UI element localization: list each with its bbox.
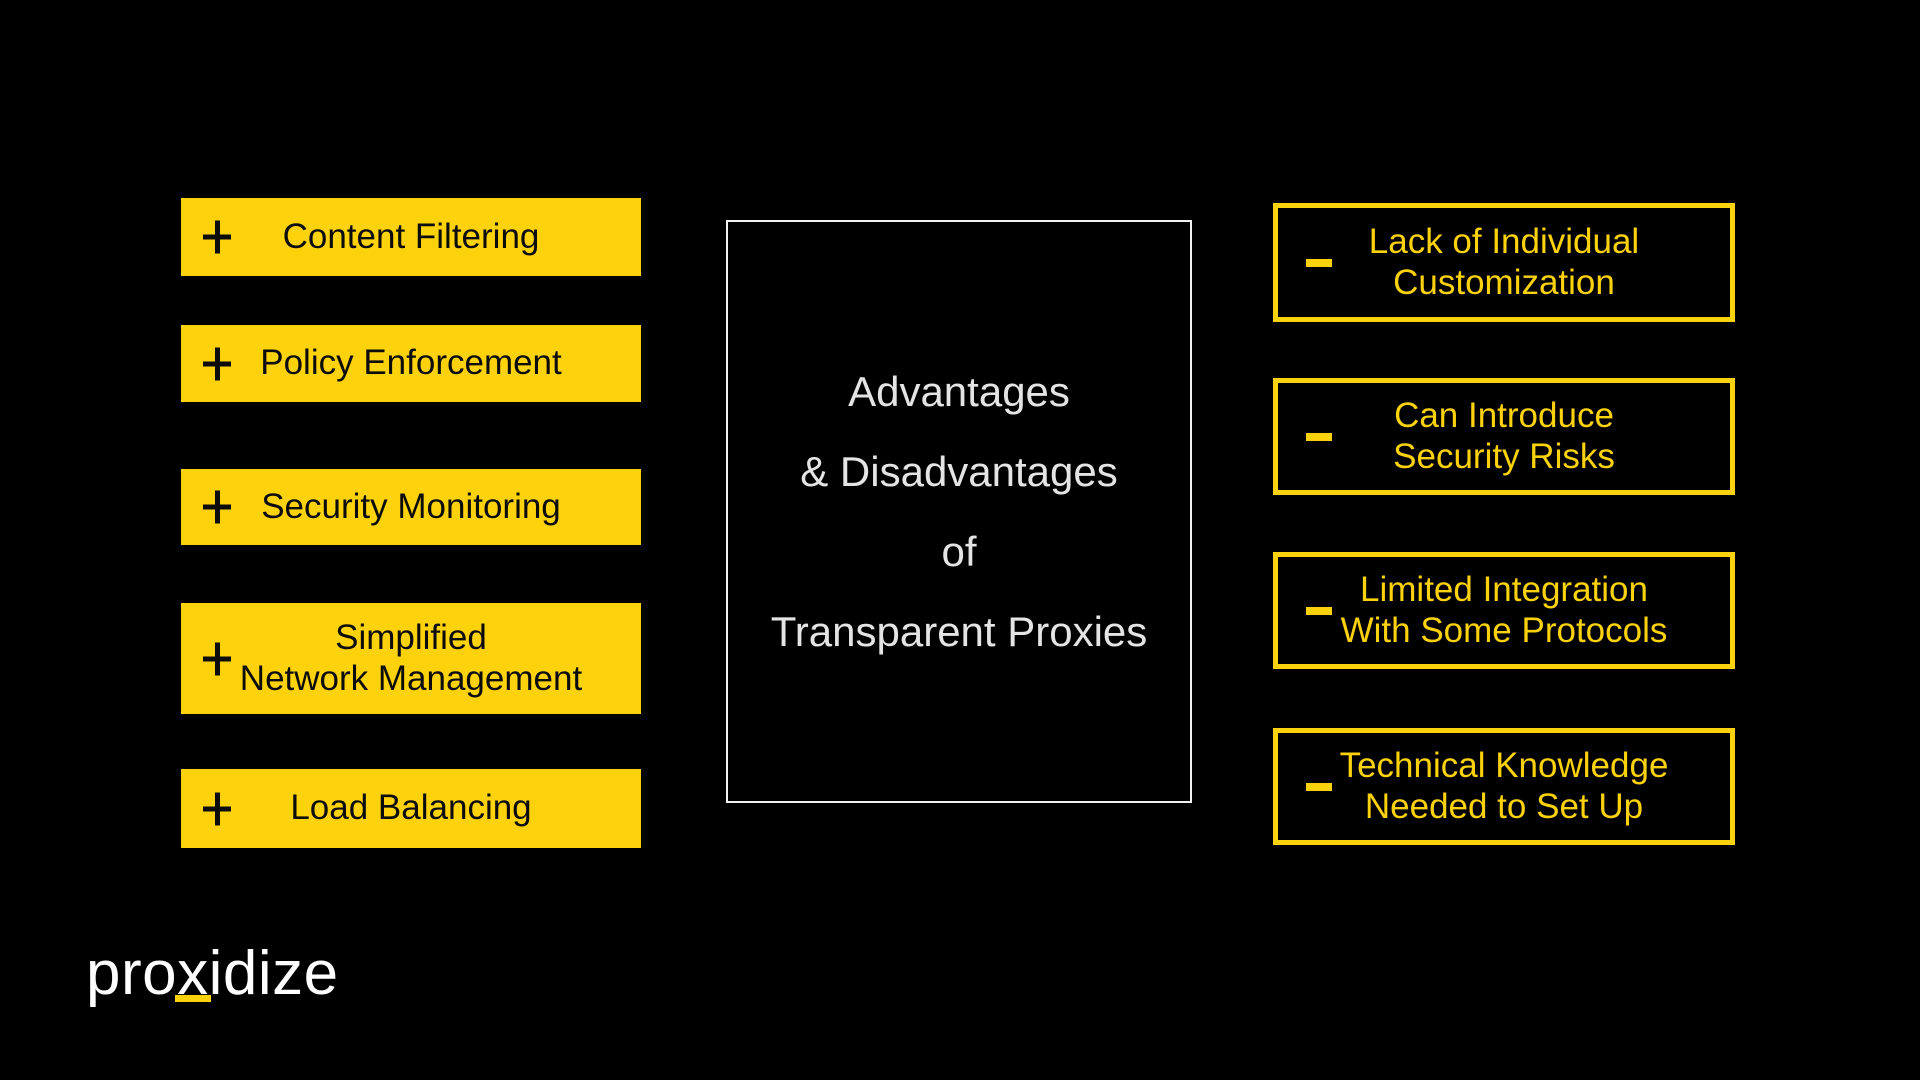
- minus-icon: [1306, 782, 1332, 791]
- advantage-label: Policy Enforcement: [260, 343, 562, 383]
- title-line: Transparent Proxies: [770, 607, 1148, 655]
- advantage-box: Policy Enforcement: [181, 325, 641, 402]
- logo-underlined-letter: x: [175, 939, 211, 1008]
- plus-icon: [203, 490, 231, 524]
- plus-icon: [203, 220, 231, 254]
- disadvantage-box: Lack of Individual Customization: [1273, 203, 1735, 322]
- advantage-box: Load Balancing: [181, 769, 641, 848]
- advantage-label: Security Monitoring: [261, 486, 561, 526]
- logo-text-prefix: pro: [86, 939, 178, 1008]
- advantage-label: Simplified Network Management: [239, 618, 583, 698]
- plus-icon: [203, 792, 231, 825]
- disadvantage-label: Technical Knowledge Needed to Set Up: [1339, 746, 1669, 826]
- proxidize-logo: proxidize: [86, 939, 339, 1008]
- advantage-box: Simplified Network Management: [181, 603, 641, 714]
- disadvantage-box: Can Introduce Security Risks: [1273, 378, 1735, 495]
- minus-icon: [1306, 432, 1332, 441]
- advantage-label: Load Balancing: [290, 788, 532, 828]
- title-panel: Advantages & Disadvantages of Transparen…: [726, 220, 1192, 803]
- disadvantage-label: Can Introduce Security Risks: [1393, 396, 1615, 476]
- disadvantage-label: Limited Integration With Some Protocols: [1340, 570, 1668, 650]
- logo-text-suffix: idize: [208, 939, 339, 1008]
- advantage-box: Content Filtering: [181, 198, 641, 276]
- disadvantage-box: Limited Integration With Some Protocols: [1273, 552, 1735, 669]
- plus-icon: [203, 347, 231, 380]
- minus-icon: [1306, 606, 1332, 615]
- minus-icon: [1306, 258, 1332, 267]
- advantage-box: Security Monitoring: [181, 469, 641, 545]
- disadvantage-box: Technical Knowledge Needed to Set Up: [1273, 728, 1735, 845]
- title-line: & Disadvantages: [800, 447, 1118, 495]
- disadvantage-label: Lack of Individual Customization: [1368, 222, 1640, 302]
- title-line: of: [941, 527, 977, 575]
- title-line: Advantages: [848, 367, 1070, 415]
- plus-icon: [203, 642, 231, 675]
- advantage-label: Content Filtering: [282, 216, 540, 256]
